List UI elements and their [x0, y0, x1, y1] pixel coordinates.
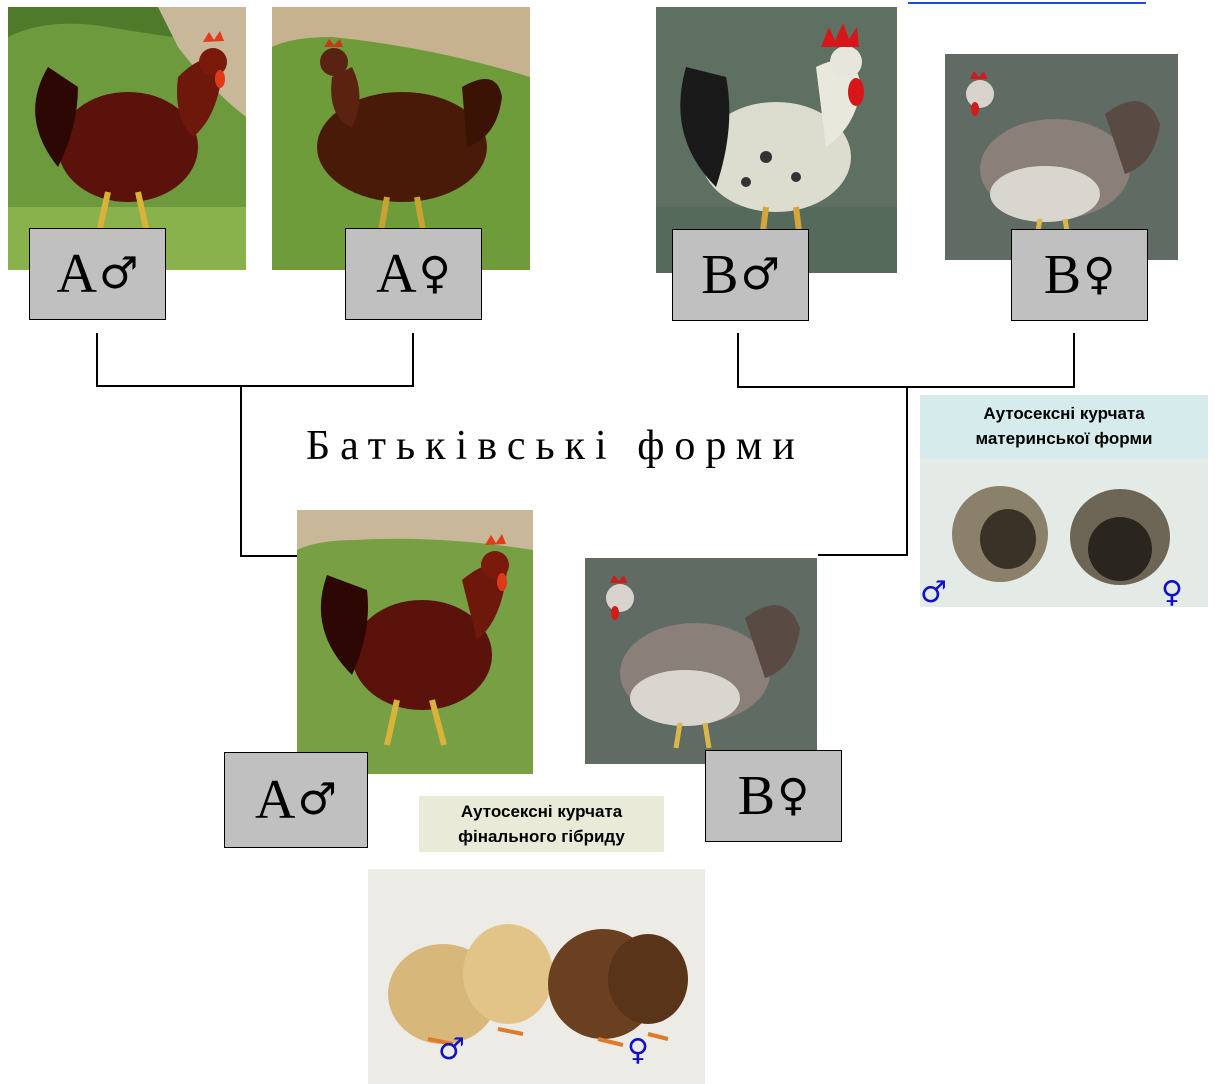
photo-rooster-a-parent — [297, 510, 533, 774]
female-chick-mark: ♀ — [1161, 575, 1183, 610]
connector-a-right-down — [412, 333, 414, 387]
label-letter: B — [1043, 244, 1082, 306]
male-symbol: ♂ — [297, 774, 337, 825]
caption-hybrid-chicks: Аутосексні курчата фінального гібриду — [419, 796, 664, 852]
connector-a-to-parent — [240, 555, 298, 557]
photo-rooster-a-top — [8, 7, 246, 270]
male-chick-mark: ♂ — [438, 1032, 465, 1067]
photo-hen-b-top — [945, 54, 1178, 260]
connector-b-to-parent — [818, 554, 908, 556]
label-letter: B — [701, 244, 739, 306]
diagram-title: Батьківські форми — [306, 423, 805, 469]
male-symbol: ♂ — [740, 249, 780, 300]
label-a-male-parent: A♂ — [224, 752, 368, 848]
label-a-female-top: A♀ — [345, 228, 482, 320]
caption-line: материнської форми — [975, 429, 1153, 448]
female-symbol: ♀ — [418, 248, 451, 299]
label-letter: A — [255, 769, 296, 831]
connector-b-left-down — [737, 333, 739, 388]
label-b-male-top: B♂ — [672, 229, 809, 321]
caption-maternal-chicks: Аутосексні курчата материнської форми — [920, 395, 1208, 459]
connector-a-horizontal — [96, 385, 414, 387]
label-b-female-top: B♀ — [1011, 229, 1148, 321]
label-letter: A — [376, 243, 417, 305]
caption-line: Аутосексні курчата — [460, 802, 623, 821]
photo-hen-b-parent — [585, 558, 817, 764]
photo-rooster-b-top — [656, 7, 897, 273]
label-a-male-top: A♂ — [29, 228, 166, 320]
connector-b-stem — [906, 386, 908, 556]
caption-line: Аутосексні курчата — [983, 404, 1145, 423]
female-symbol: ♀ — [1083, 249, 1116, 300]
label-b-female-parent: B♀ — [705, 750, 842, 842]
female-symbol: ♀ — [777, 770, 810, 821]
male-chick-mark: ♂ — [920, 575, 947, 610]
connector-b-right-down — [1073, 333, 1075, 388]
male-symbol: ♂ — [99, 248, 139, 299]
photo-hen-a-top — [272, 7, 530, 270]
caption-line: фінального гібриду — [458, 827, 625, 846]
label-letter: B — [737, 765, 776, 827]
connector-a-left-down — [96, 333, 98, 387]
top-right-underline — [908, 2, 1146, 4]
photo-maternal-chicks — [920, 459, 1208, 607]
female-chick-mark: ♀ — [627, 1033, 649, 1068]
photo-hybrid-chicks — [368, 869, 705, 1084]
connector-a-stem — [240, 385, 242, 557]
label-letter: A — [56, 243, 97, 305]
